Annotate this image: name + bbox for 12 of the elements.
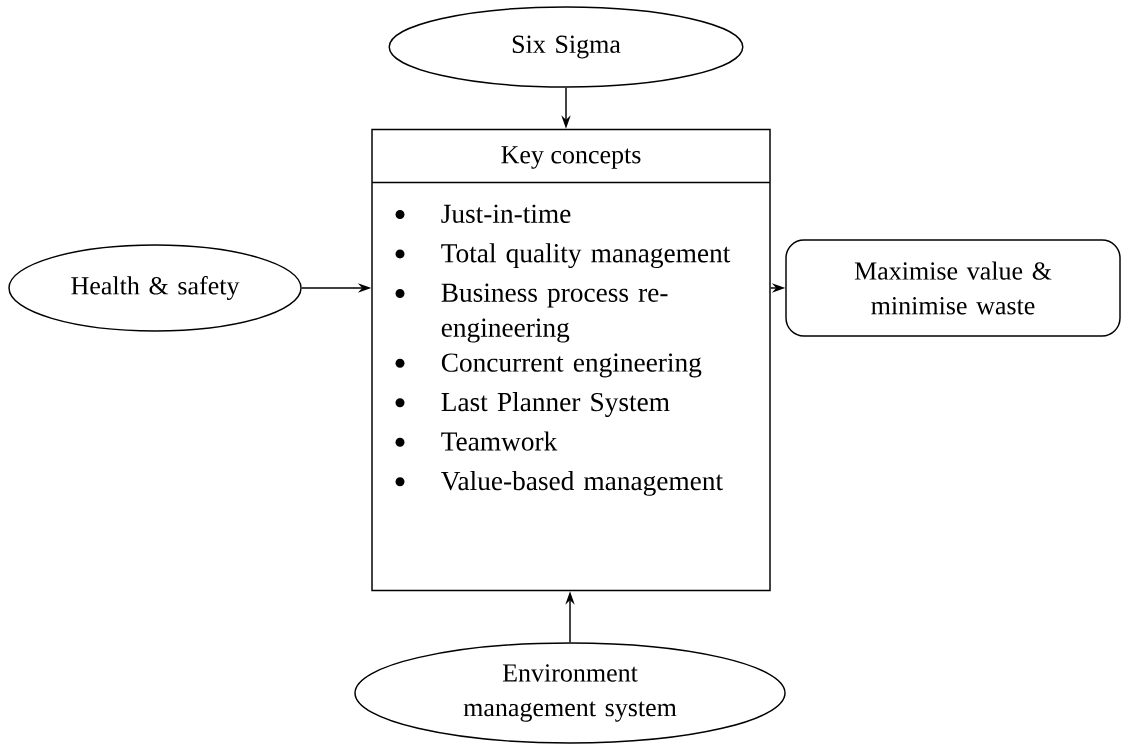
ellipse-node: Environment management system: [354, 642, 786, 744]
rounded-box: Maximise value & minimise waste: [785, 239, 1121, 337]
list-item: Teamwork: [441, 431, 558, 451]
list-item: Business process re-engineering: [441, 283, 668, 343]
box-heading: Key concepts: [501, 146, 641, 169]
list-item: Value-based management: [441, 470, 723, 496]
ellipse-node: Health & safety: [8, 244, 302, 332]
ellipse-node: Six Sigma: [388, 6, 744, 88]
list-item: Last Planner System: [441, 392, 670, 417]
list-item: Concurrent engineering: [441, 353, 702, 378]
list-item: Just-in-time: [441, 204, 571, 223]
list-item: Total quality management: [441, 243, 731, 269]
